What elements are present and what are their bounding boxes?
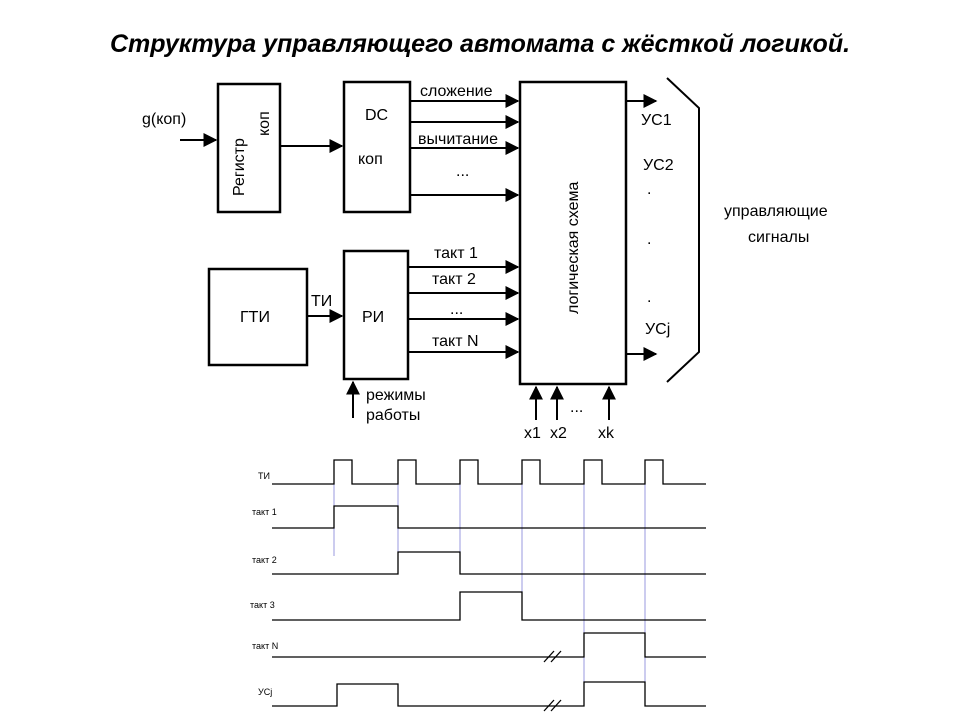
waveform-usj [272, 681, 706, 707]
timing-label-ti: ТИ [258, 471, 270, 481]
timing-diagram: ТИ такт 1 такт 2 такт 3 такт N УСj [250, 459, 706, 712]
us1-label: УС1 [641, 112, 672, 129]
ri-output-n: такт N [432, 333, 479, 350]
x2-label: x2 [550, 425, 567, 442]
timing-label-usj: УСj [258, 687, 272, 697]
input-label: g(коп) [142, 111, 186, 128]
dc-output-add: сложение [420, 83, 493, 100]
logic-label: логическая схема [565, 182, 582, 315]
ri-output-1: такт 1 [434, 245, 478, 262]
gti-label: ГТИ [240, 309, 270, 326]
break-mark-2b [550, 699, 562, 712]
ri-block [342, 249, 410, 381]
waveform-tact2 [272, 551, 706, 575]
page-title: Структура управляющего автомата с жёстко… [109, 30, 851, 58]
output-dot-1: . [647, 181, 651, 198]
timing-label-tactn: такт N [252, 641, 278, 651]
output-bus-bracket [666, 77, 700, 383]
ri-output-2: такт 2 [432, 271, 476, 288]
output-dot-2: . [647, 231, 651, 248]
modes-label-2: работы [366, 407, 420, 424]
register-block [216, 82, 282, 214]
register-sublabel: коп [256, 111, 273, 136]
modes-label: режимы [366, 387, 426, 404]
timing-label-tact2: такт 2 [252, 555, 277, 565]
ti-label: ТИ [311, 293, 332, 310]
timing-label-tact3: такт 3 [250, 600, 275, 610]
dc-label: DC [365, 107, 388, 124]
break-mark-1a [543, 650, 555, 663]
dc-sublabel: коп [358, 151, 383, 168]
register-label: Регистр [231, 138, 248, 196]
dc-output-sub: вычитание [418, 131, 498, 148]
output-dot-3: . [647, 289, 651, 306]
control-signals-caption-2: сигналы [748, 229, 809, 246]
usj-label: УСj [645, 321, 670, 338]
xk-label: xk [598, 425, 615, 442]
dc-block [342, 80, 412, 214]
dc-output-more: ... [456, 163, 469, 180]
inputs-more-label: ... [570, 399, 583, 416]
waveform-tactn [272, 632, 706, 658]
waveform-ti [272, 459, 706, 485]
break-mark-2a [543, 699, 555, 712]
timing-label-tact1: такт 1 [252, 507, 277, 517]
waveform-tact3 [272, 591, 706, 621]
ri-label: РИ [362, 309, 384, 326]
waveform-tact1 [272, 505, 706, 529]
logic-block [518, 80, 628, 386]
control-signals-caption: управляющие [724, 203, 828, 220]
break-mark-1b [550, 650, 562, 663]
us2-label: УС2 [643, 157, 674, 174]
x1-label: x1 [524, 425, 541, 442]
ri-output-more: ... [450, 301, 463, 318]
